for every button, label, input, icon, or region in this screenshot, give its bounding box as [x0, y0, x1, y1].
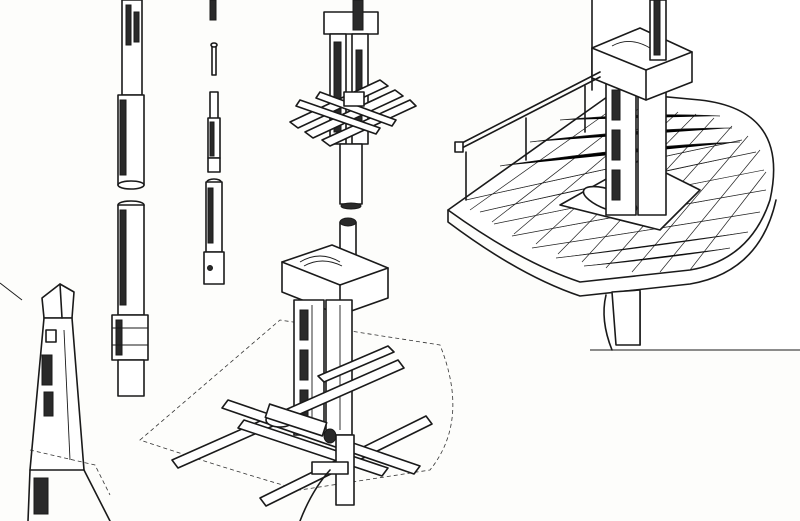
mast-heel-fragment	[0, 282, 111, 521]
mast-with-trestletrees-and-crosstrees	[289, 0, 417, 210]
lower-mast-shaft	[111, 0, 149, 397]
topmast-shaft	[203, 0, 225, 285]
mast-cap-and-crosstrees-assembly	[139, 217, 454, 521]
fighting-top-platform	[447, 0, 800, 351]
